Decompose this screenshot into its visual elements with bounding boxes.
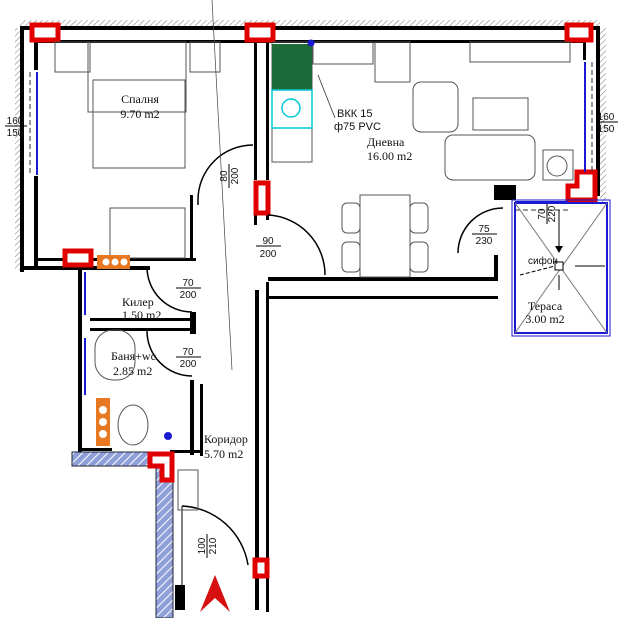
dim-door-bath: 70 200 — [176, 347, 201, 370]
stove-icon — [272, 44, 312, 90]
svg-text:70: 70 — [537, 208, 548, 220]
exterior-wall-hatch-top — [20, 20, 600, 26]
north-arrow-icon — [200, 575, 230, 612]
wall-hatched-vertical — [155, 461, 174, 618]
room-area-terrace: 3.00 m2 — [525, 312, 564, 326]
dim-door-terrace: 75 230 — [472, 224, 497, 247]
svg-text:90: 90 — [262, 236, 274, 247]
svg-text:150: 150 — [598, 124, 615, 135]
drain-note-line1: ВКК 15 — [337, 108, 372, 120]
svg-text:150: 150 — [7, 128, 24, 139]
svg-text:200: 200 — [180, 359, 197, 370]
room-area-bathroom: 2.85 m2 — [113, 364, 152, 378]
room-name-living: Дневна — [367, 135, 405, 149]
washer-icon — [271, 89, 313, 129]
exterior-wall-hatch-left — [15, 28, 21, 270]
dim-door-living: 90 200 — [256, 236, 281, 260]
dim-window-terrace: 70 220 — [537, 204, 558, 224]
room-area-living: 16.00 m2 — [367, 149, 412, 163]
terrace-drain — [514, 202, 608, 334]
svg-text:75: 75 — [478, 224, 490, 235]
heating-pipes — [96, 39, 315, 446]
svg-text:160: 160 — [598, 112, 615, 123]
dim-door-bedroom: 80 200 — [219, 164, 241, 188]
svg-text:100: 100 — [197, 537, 208, 554]
room-name-bathroom: Баня+wc — [111, 349, 156, 363]
dim-door-storage: 70 200 — [176, 278, 201, 301]
dim-window-left: 160 150 — [5, 116, 27, 139]
drain-note-line2: ф75 PVC — [334, 121, 381, 133]
leader-line — [317, 74, 336, 119]
room-area-corridor: 5.70 m2 — [204, 447, 243, 461]
structural-columns — [29, 22, 598, 579]
svg-text:200: 200 — [260, 249, 277, 260]
door-swings — [146, 144, 504, 590]
svg-text:200: 200 — [180, 290, 197, 301]
dim-door-entrance: 100 210 — [197, 534, 219, 558]
walls — [20, 26, 600, 612]
svg-text:230: 230 — [476, 236, 493, 247]
windows — [29, 62, 611, 395]
room-area-storage: 1.50 m2 — [122, 308, 161, 322]
svg-text:80: 80 — [219, 170, 230, 182]
room-name-terrace: Тераса — [528, 299, 563, 313]
svg-text:70: 70 — [182, 278, 194, 289]
svg-text:220: 220 — [547, 205, 558, 222]
room-area-bedroom: 9.70 m2 — [120, 107, 159, 121]
exterior-wall-hatch-right — [600, 28, 606, 203]
svg-text:70: 70 — [182, 347, 194, 358]
section-line — [211, 0, 233, 371]
svg-text:160: 160 — [7, 116, 24, 127]
svg-text:200: 200 — [230, 167, 241, 184]
room-name-storage: Килер — [122, 295, 154, 309]
siphon-label: сифон — [528, 255, 558, 267]
svg-text:210: 210 — [208, 537, 219, 554]
room-name-corridor: Коридор — [204, 432, 248, 446]
dim-window-right: 160 150 — [596, 112, 618, 135]
room-name-bedroom: Спалня — [121, 92, 159, 106]
furniture — [54, 41, 574, 511]
